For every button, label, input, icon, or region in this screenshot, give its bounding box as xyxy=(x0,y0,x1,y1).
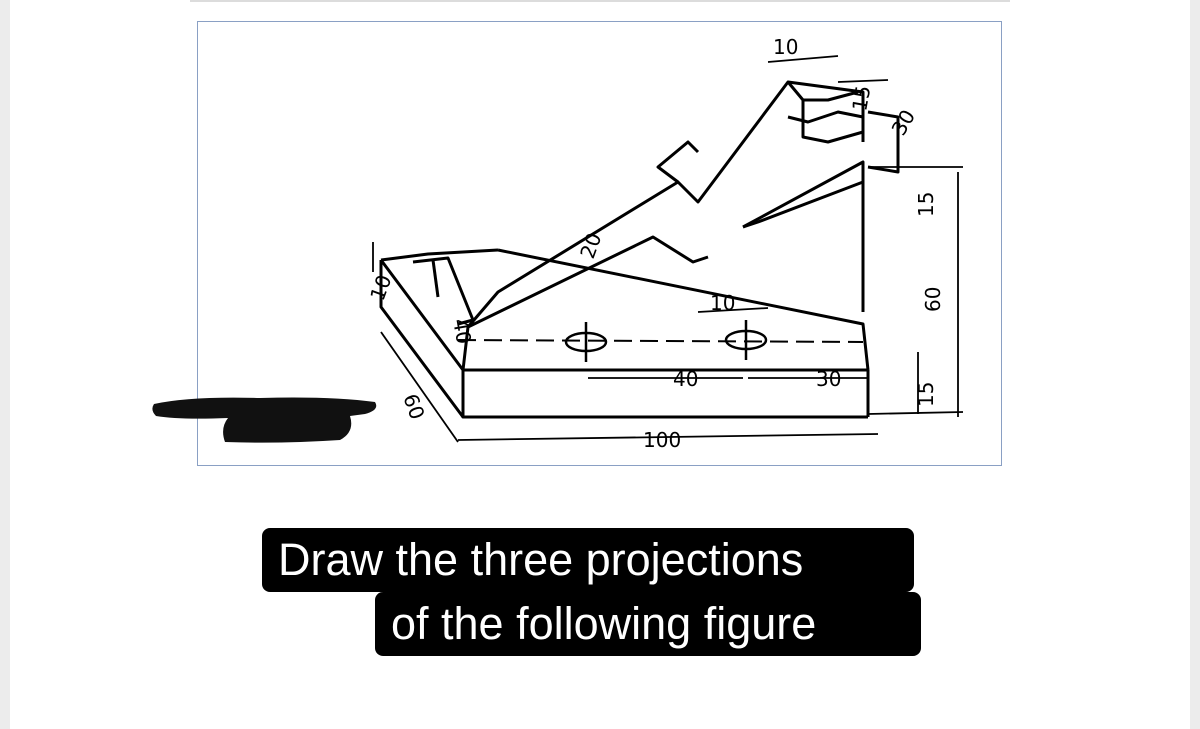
slot-side xyxy=(801,100,864,144)
dim-10-hole: 10 xyxy=(710,291,735,315)
left-page-edge xyxy=(0,0,10,729)
dim-10-top: 10 xyxy=(773,35,798,59)
upright-right xyxy=(867,110,900,174)
isometric-drawing: 10 15 30 15 60 15 20 10 40 30 100 10 40 … xyxy=(365,35,964,452)
dim-line-10-hole xyxy=(697,307,769,313)
dim-60-right: 60 xyxy=(921,287,945,312)
arm-upper-edge xyxy=(466,80,865,328)
dim-ext-right-bottom xyxy=(867,411,964,415)
hole-centerline xyxy=(457,339,864,343)
dim-15-right-lower: 15 xyxy=(914,382,938,407)
upright-front xyxy=(742,180,864,229)
arm-lower-edge xyxy=(461,235,709,371)
left-block-line xyxy=(431,259,440,298)
right-page-edge xyxy=(1190,0,1200,729)
left-block-top xyxy=(412,256,475,326)
base-top-left-edge xyxy=(380,248,499,262)
dim-40-base: 40 xyxy=(673,367,698,391)
top-divider xyxy=(190,0,1010,2)
dim-100-base: 100 xyxy=(643,428,681,452)
caption-line-2: of the following figure xyxy=(375,592,921,656)
base-bottom-edge xyxy=(461,370,868,419)
dim-15-top: 15 xyxy=(847,84,875,113)
dim-line-15-top xyxy=(837,79,889,83)
dim-20-arm: 20 xyxy=(575,230,606,262)
base-left-face xyxy=(379,260,465,418)
dim-40-left: 40 xyxy=(448,317,476,346)
dim-30-base: 30 xyxy=(816,367,841,391)
slot-inner xyxy=(787,110,864,124)
dim-line-60-left xyxy=(380,331,459,443)
caption-line-1: Draw the three projections xyxy=(262,528,914,592)
figure-frame: 10 15 30 15 60 15 20 10 40 30 100 10 40 … xyxy=(197,21,1002,466)
base-rear-edge xyxy=(497,248,870,371)
upright-face xyxy=(742,160,865,312)
dim-line-10-top xyxy=(767,55,839,63)
arm-step xyxy=(656,140,700,184)
redaction-mark xyxy=(152,397,377,443)
slot-top xyxy=(786,81,859,102)
dim-15-right-upper: 15 xyxy=(914,192,938,217)
dim-30-top: 30 xyxy=(887,105,921,139)
dim-line-100 xyxy=(457,433,879,441)
